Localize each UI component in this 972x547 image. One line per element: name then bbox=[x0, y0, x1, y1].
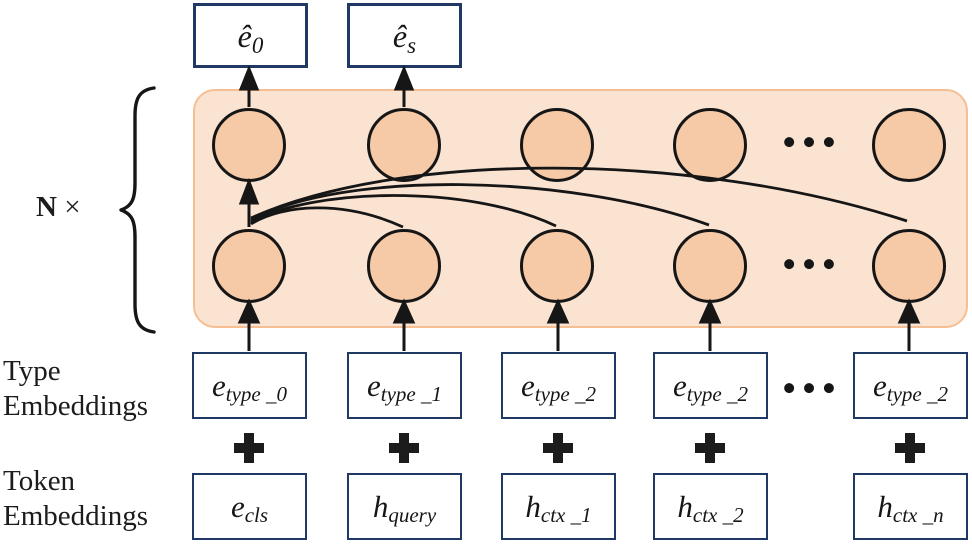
node-bottom-4 bbox=[673, 229, 747, 303]
type-label-line2: Embeddings bbox=[3, 390, 148, 422]
plus-icon bbox=[389, 433, 419, 463]
type-box-sub: type _2 bbox=[886, 382, 948, 406]
node-top-4 bbox=[673, 108, 747, 182]
token-box-base: h bbox=[372, 489, 389, 524]
repeat-n: N bbox=[36, 191, 57, 223]
plus-icon bbox=[895, 433, 925, 463]
output-label-base: ê bbox=[237, 17, 252, 54]
type-box-sub: type _2 bbox=[686, 382, 748, 406]
node-top-3 bbox=[520, 108, 594, 182]
token-box-base: h bbox=[525, 489, 541, 524]
type-box-base: e bbox=[873, 368, 887, 403]
arrowhead bbox=[393, 64, 415, 91]
type-box-sub: type _0 bbox=[225, 382, 287, 406]
plus-icon bbox=[543, 433, 573, 463]
output-label-sub: 0 bbox=[251, 33, 264, 58]
node-bottom-5 bbox=[872, 229, 946, 303]
arrowhead bbox=[238, 64, 260, 91]
token-box-base: e bbox=[230, 489, 245, 524]
node-bottom-3 bbox=[520, 229, 594, 303]
ellipsis-top-row: ● ● ● bbox=[783, 134, 837, 150]
type-embeddings-label: Type Embeddings bbox=[3, 354, 148, 424]
type-box-sub: type _2 bbox=[534, 382, 596, 406]
token-label-line2: Embeddings bbox=[3, 500, 148, 532]
curly-brace-icon bbox=[119, 86, 156, 334]
repeat-times: × bbox=[64, 191, 81, 223]
type-box-base: e bbox=[212, 368, 226, 403]
repeat-count-label: N × bbox=[36, 192, 81, 222]
type-box-base: e bbox=[673, 368, 687, 403]
token-box-sub: cls bbox=[244, 503, 269, 527]
plus-icon bbox=[234, 433, 264, 463]
output-label-sub: s bbox=[407, 33, 417, 58]
node-bottom-2 bbox=[367, 229, 441, 303]
type-box-sub: type _1 bbox=[380, 382, 442, 406]
token-box-sub: ctx _1 bbox=[540, 503, 592, 527]
token-box-base: h bbox=[677, 489, 693, 524]
node-bottom-1 bbox=[212, 229, 286, 303]
ellipsis-bottom-row: ● ● ● bbox=[783, 256, 837, 272]
token-box-sub: query bbox=[388, 503, 437, 527]
output-label-base: ê bbox=[392, 17, 408, 54]
type-box-base: e bbox=[521, 368, 535, 403]
token-label-line1: Token bbox=[3, 465, 76, 497]
node-top-2 bbox=[367, 108, 441, 182]
token-embeddings-label: Token Embeddings bbox=[3, 464, 148, 534]
node-top-1 bbox=[212, 108, 286, 182]
type-box-base: e bbox=[367, 368, 381, 403]
token-box-sub: ctx _n bbox=[892, 503, 944, 527]
node-top-5 bbox=[872, 108, 946, 182]
type-label-line1: Type bbox=[3, 355, 61, 387]
plus-icon bbox=[695, 433, 725, 463]
ellipsis-type-row: ● ● ● bbox=[783, 380, 837, 396]
token-box-sub: ctx _2 bbox=[692, 503, 744, 527]
token-box-base: h bbox=[877, 489, 893, 524]
